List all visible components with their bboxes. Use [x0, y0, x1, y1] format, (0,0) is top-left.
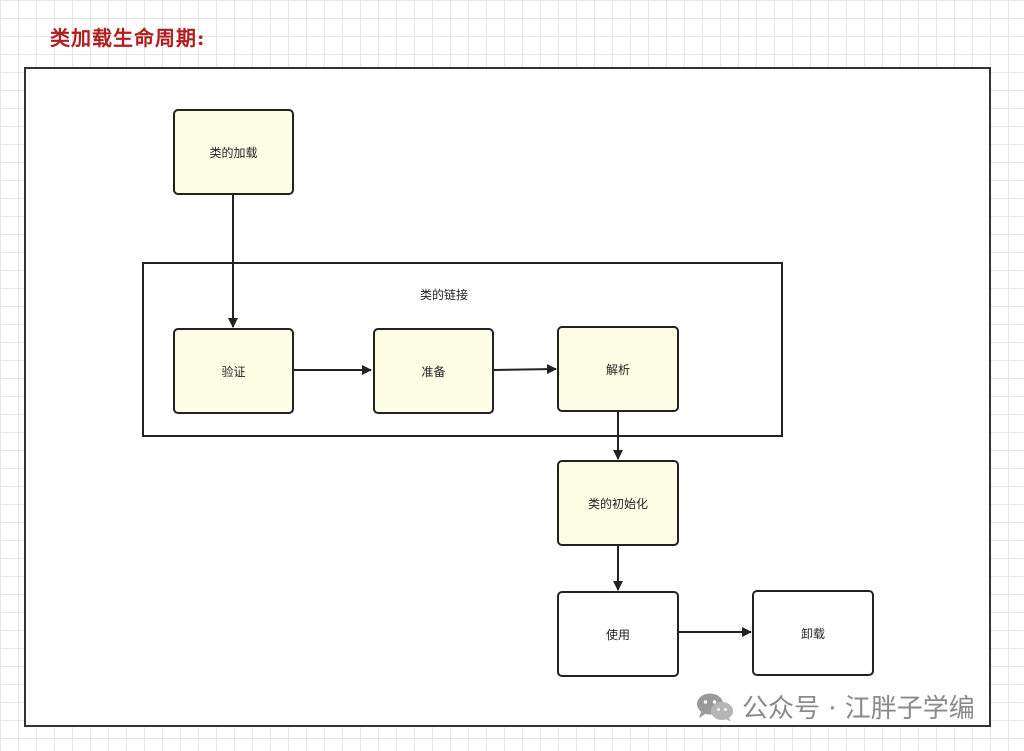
watermark-text: 公众号 · 江胖子学编: [742, 694, 975, 724]
linking-group-label: 类的链接: [420, 288, 469, 302]
node-usage[interactable]: 使用: [557, 591, 679, 677]
node-preparation[interactable]: 准备: [373, 328, 494, 414]
node-usage-label: 使用: [605, 627, 630, 642]
page-title: 类加载生命周期:: [50, 26, 206, 50]
wechat-icon: [697, 693, 733, 721]
node-unloading-label: 卸载: [800, 626, 825, 641]
node-class-loading[interactable]: 类的加载: [173, 109, 294, 195]
edge-prepare-to-resolve: [493, 364, 557, 375]
node-verification-label: 验证: [221, 364, 246, 379]
linking-group-box: [142, 262, 783, 437]
node-verification[interactable]: 验证: [173, 328, 294, 414]
node-class-loading-label: 类的加载: [209, 145, 258, 160]
node-initialization-label: 类的初始化: [587, 496, 648, 511]
node-preparation-label: 准备: [421, 364, 446, 379]
node-initialization[interactable]: 类的初始化: [557, 460, 679, 546]
node-unloading[interactable]: 卸载: [752, 590, 874, 676]
node-resolution[interactable]: 解析: [557, 326, 679, 412]
watermark: 公众号 · 江胖子学编: [696, 688, 975, 725]
node-resolution-label: 解析: [605, 362, 630, 377]
